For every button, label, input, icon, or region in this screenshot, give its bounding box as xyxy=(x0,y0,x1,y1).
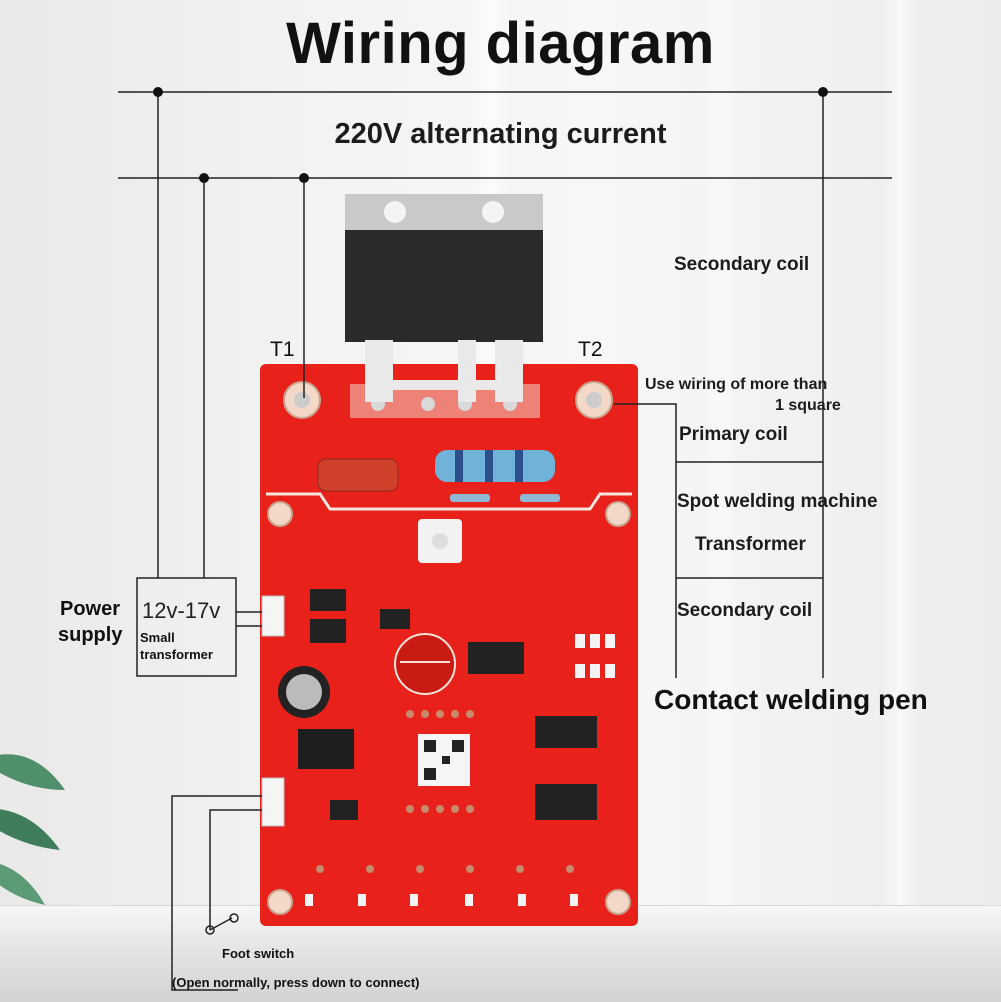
primary-coil-label: Primary coil xyxy=(679,424,788,445)
voltage-label: 12v-17v xyxy=(142,598,221,623)
terminal-t2-label: T2 xyxy=(578,338,603,361)
control-pcb xyxy=(260,364,638,926)
wiring-note-line2: 1 square xyxy=(775,397,841,414)
terminal-t1-label: T1 xyxy=(270,338,295,361)
secondary-coil-top-label: Secondary coil xyxy=(674,254,810,275)
transformer-label: Transformer xyxy=(695,534,806,555)
supply-label: 220V alternating current xyxy=(334,118,667,150)
contact-pen-label: Contact welding pen xyxy=(654,684,928,715)
curtain-fold xyxy=(880,0,920,1001)
triac-component xyxy=(345,194,543,402)
small-transformer-line2: transformer xyxy=(140,647,213,662)
foot-switch-note: (Open normally, press down to connect) xyxy=(172,975,420,990)
small-transformer-line1: Small xyxy=(140,630,175,645)
secondary-coil-bottom-label: Secondary coil xyxy=(677,600,813,621)
power-supply-label-line2: supply xyxy=(58,624,123,646)
plant-leaves xyxy=(0,754,65,905)
curtain-fold xyxy=(700,0,740,1001)
wiring-note-line1: Use wiring of more than xyxy=(645,376,828,393)
foot-switch-label: Foot switch xyxy=(222,946,295,961)
power-supply-label-line1: Power xyxy=(60,598,121,620)
spot-welding-label: Spot welding machine xyxy=(677,491,878,512)
page-title: Wiring diagram xyxy=(286,11,715,76)
